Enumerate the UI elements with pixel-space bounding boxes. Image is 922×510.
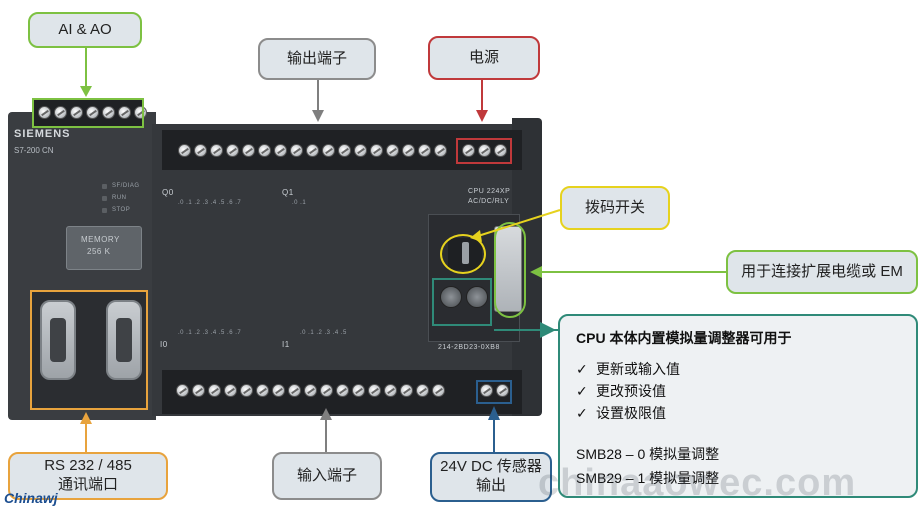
- memory-cartridge: MEMORY 256 K: [66, 226, 142, 270]
- memory-size: 256 K: [87, 247, 111, 256]
- i0-numbers: .0 .1 .2 .3 .4 .5 .6 .7: [178, 330, 242, 336]
- port0-connector[interactable]: [40, 300, 76, 380]
- brand-label: SIEMENS: [14, 128, 71, 140]
- port1-connector[interactable]: [106, 300, 142, 380]
- part-number: 214-2BD23-0XB8: [438, 344, 500, 351]
- memory-label: MEMORY: [81, 235, 120, 244]
- check-icon: ✓: [576, 405, 588, 421]
- status-sf: SF/DIAG: [112, 183, 140, 189]
- i1-label: I1: [282, 340, 290, 349]
- logo-accent: j: [53, 490, 58, 506]
- pot-highlight: [432, 278, 492, 326]
- status-led: [102, 184, 107, 189]
- cpu-type-label: AC/DC/RLY: [468, 198, 510, 205]
- power-screws: [462, 144, 507, 157]
- ai-ao-highlight: [32, 98, 144, 128]
- callout-sensor-line2: 输出: [475, 477, 506, 494]
- callout-sensor: 24V DC 传感器 输出: [430, 452, 552, 502]
- list-item: ✓设置极限值: [576, 402, 680, 424]
- callout-rs232-line1: RS 232 / 485: [44, 457, 132, 475]
- check-icon: ✓: [576, 361, 588, 377]
- callout-input-terminals: 输入端子: [272, 452, 382, 500]
- dip-switch-highlight: [440, 234, 486, 274]
- check-icon: ✓: [576, 383, 588, 399]
- ai-ao-screws: [38, 106, 147, 119]
- output-screws: [178, 144, 447, 157]
- analog-pot-1[interactable]: [466, 286, 488, 308]
- smb29-line: SMB29 – 1 模拟量调整: [576, 470, 720, 486]
- callout-expansion: 用于连接扩展电缆或 EM: [726, 250, 918, 294]
- callout-rs232: RS 232 / 485 通讯端口: [8, 452, 168, 500]
- cpu-info-panel: CPU 本体内置模拟量调整器可用于 ✓更新或输入值 ✓更改预设值 ✓设置极限值 …: [558, 314, 918, 498]
- power-highlight: [456, 138, 512, 164]
- callout-dip-switch: 拨码开关: [560, 186, 670, 230]
- q1-numbers: .0 .1: [292, 200, 307, 206]
- status-stop: STOP: [112, 207, 131, 213]
- expansion-port[interactable]: [494, 226, 522, 312]
- callout-sensor-line1: 24V DC 传感器: [440, 458, 542, 476]
- logo-main: Chinaw: [4, 490, 54, 506]
- cpu-info-list: ✓更新或输入值 ✓更改预设值 ✓设置极限值: [576, 358, 680, 424]
- q1-label: Q1: [282, 188, 294, 197]
- cpu-info-title: CPU 本体内置模拟量调整器可用于: [576, 330, 792, 346]
- sensor-screws: [480, 384, 509, 397]
- site-logo: Chinawj: [4, 490, 58, 506]
- input-screws: [176, 384, 445, 397]
- rs232-highlight: [30, 290, 148, 410]
- sensor-highlight: [476, 380, 512, 404]
- callout-power: 电源: [428, 36, 540, 80]
- callout-ai-ao: AI & AO: [28, 12, 142, 48]
- callout-rs232-line2: 通讯端口: [57, 476, 118, 493]
- watermark: chinaaowec.com: [538, 462, 857, 504]
- q0-label: Q0: [162, 188, 174, 197]
- status-run: RUN: [112, 195, 127, 201]
- expansion-highlight: [494, 222, 526, 318]
- list-item: ✓更改预设值: [576, 380, 680, 402]
- smb28-line: SMB28 – 0 模拟量调整: [576, 446, 720, 462]
- i1-numbers: .0 .1 .2 .3 .4 .5: [300, 330, 347, 336]
- cpu-model-label: CPU 224XP: [468, 188, 511, 195]
- status-led: [102, 196, 107, 201]
- callout-output-terminals: 输出端子: [258, 38, 376, 80]
- list-item: ✓更新或输入值: [576, 358, 680, 380]
- model-label: S7-200 CN: [14, 146, 54, 155]
- analog-pot-0[interactable]: [440, 286, 462, 308]
- q0-numbers: .0 .1 .2 .3 .4 .5 .6 .7: [178, 200, 242, 206]
- i0-label: I0: [160, 340, 168, 349]
- status-led: [102, 208, 107, 213]
